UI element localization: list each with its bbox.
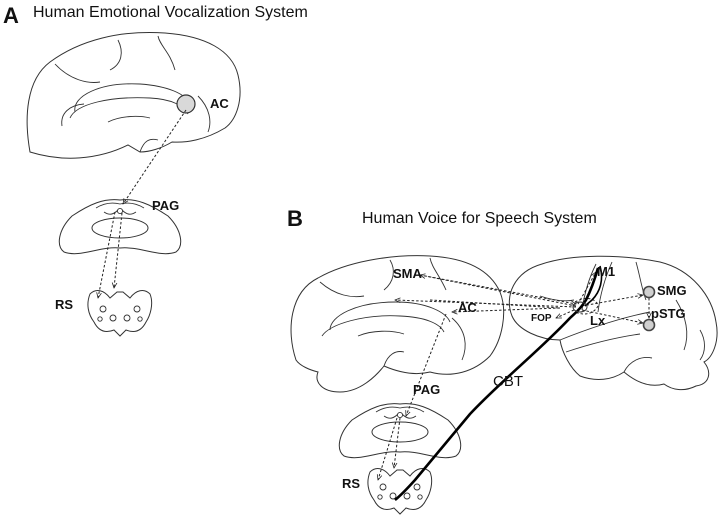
medulla-section-b: [367, 468, 433, 515]
pag-rs-connection-a2: [98, 211, 116, 298]
lx-fop-connection: [556, 309, 575, 319]
panel-b-letter: B: [287, 206, 303, 231]
panel-b: B Human Voice for Speech System: [287, 206, 718, 515]
pag-rs-connection-a1: [114, 212, 123, 288]
ac-node-a: [176, 94, 196, 114]
pag-rs-connection-b2: [378, 417, 398, 480]
lx-node: [572, 301, 588, 313]
rs-label-b: RS: [342, 476, 360, 491]
panel-a-title: Human Emotional Vocalization System: [33, 4, 308, 21]
panel-a-letter: A: [3, 3, 19, 28]
medulla-section-a: [87, 290, 153, 337]
pstg-label: pSTG: [651, 306, 686, 321]
smg-node: [642, 285, 656, 299]
medial-brain-a: [26, 32, 241, 159]
cbt-tract: [394, 267, 600, 502]
midbrain-section-a: [58, 199, 182, 255]
panel-a: A Human Emotional Vocalization System AC: [3, 3, 308, 337]
fop-label: FOP: [531, 313, 552, 324]
pag-rs-connection-b1: [394, 417, 401, 468]
ac-pag-connection-a: [123, 109, 187, 204]
pstg-node: [642, 318, 656, 332]
lx-sma-connection: [420, 275, 577, 307]
ac-label-a: AC: [210, 96, 229, 111]
midbrain-section-b: [338, 403, 462, 459]
panel-b-title: Human Voice for Speech System: [362, 210, 597, 227]
pag-label-b: PAG: [413, 382, 440, 397]
ac-pag-connection-b: [406, 313, 447, 416]
lx-pstg-connection: [581, 309, 643, 323]
lx-ac-connection: [452, 307, 561, 312]
smg-label: SMG: [657, 283, 687, 298]
rs-label-a: RS: [55, 297, 73, 312]
m1-descending: [584, 265, 603, 307]
pag-label-a: PAG: [152, 198, 179, 213]
cbt-label: CBT: [493, 373, 523, 390]
lx-m1-connection: [577, 272, 596, 305]
m1-label: M1: [597, 264, 615, 279]
ac-label-b: AC: [458, 300, 477, 315]
sma-label: SMA: [393, 266, 423, 281]
lx-label: Lx: [590, 313, 606, 328]
acc-lx-connection: [429, 299, 561, 309]
lx-smg-connection: [581, 295, 643, 307]
lx-loop: [574, 298, 599, 315]
sma-lx-connection: [419, 274, 576, 304]
